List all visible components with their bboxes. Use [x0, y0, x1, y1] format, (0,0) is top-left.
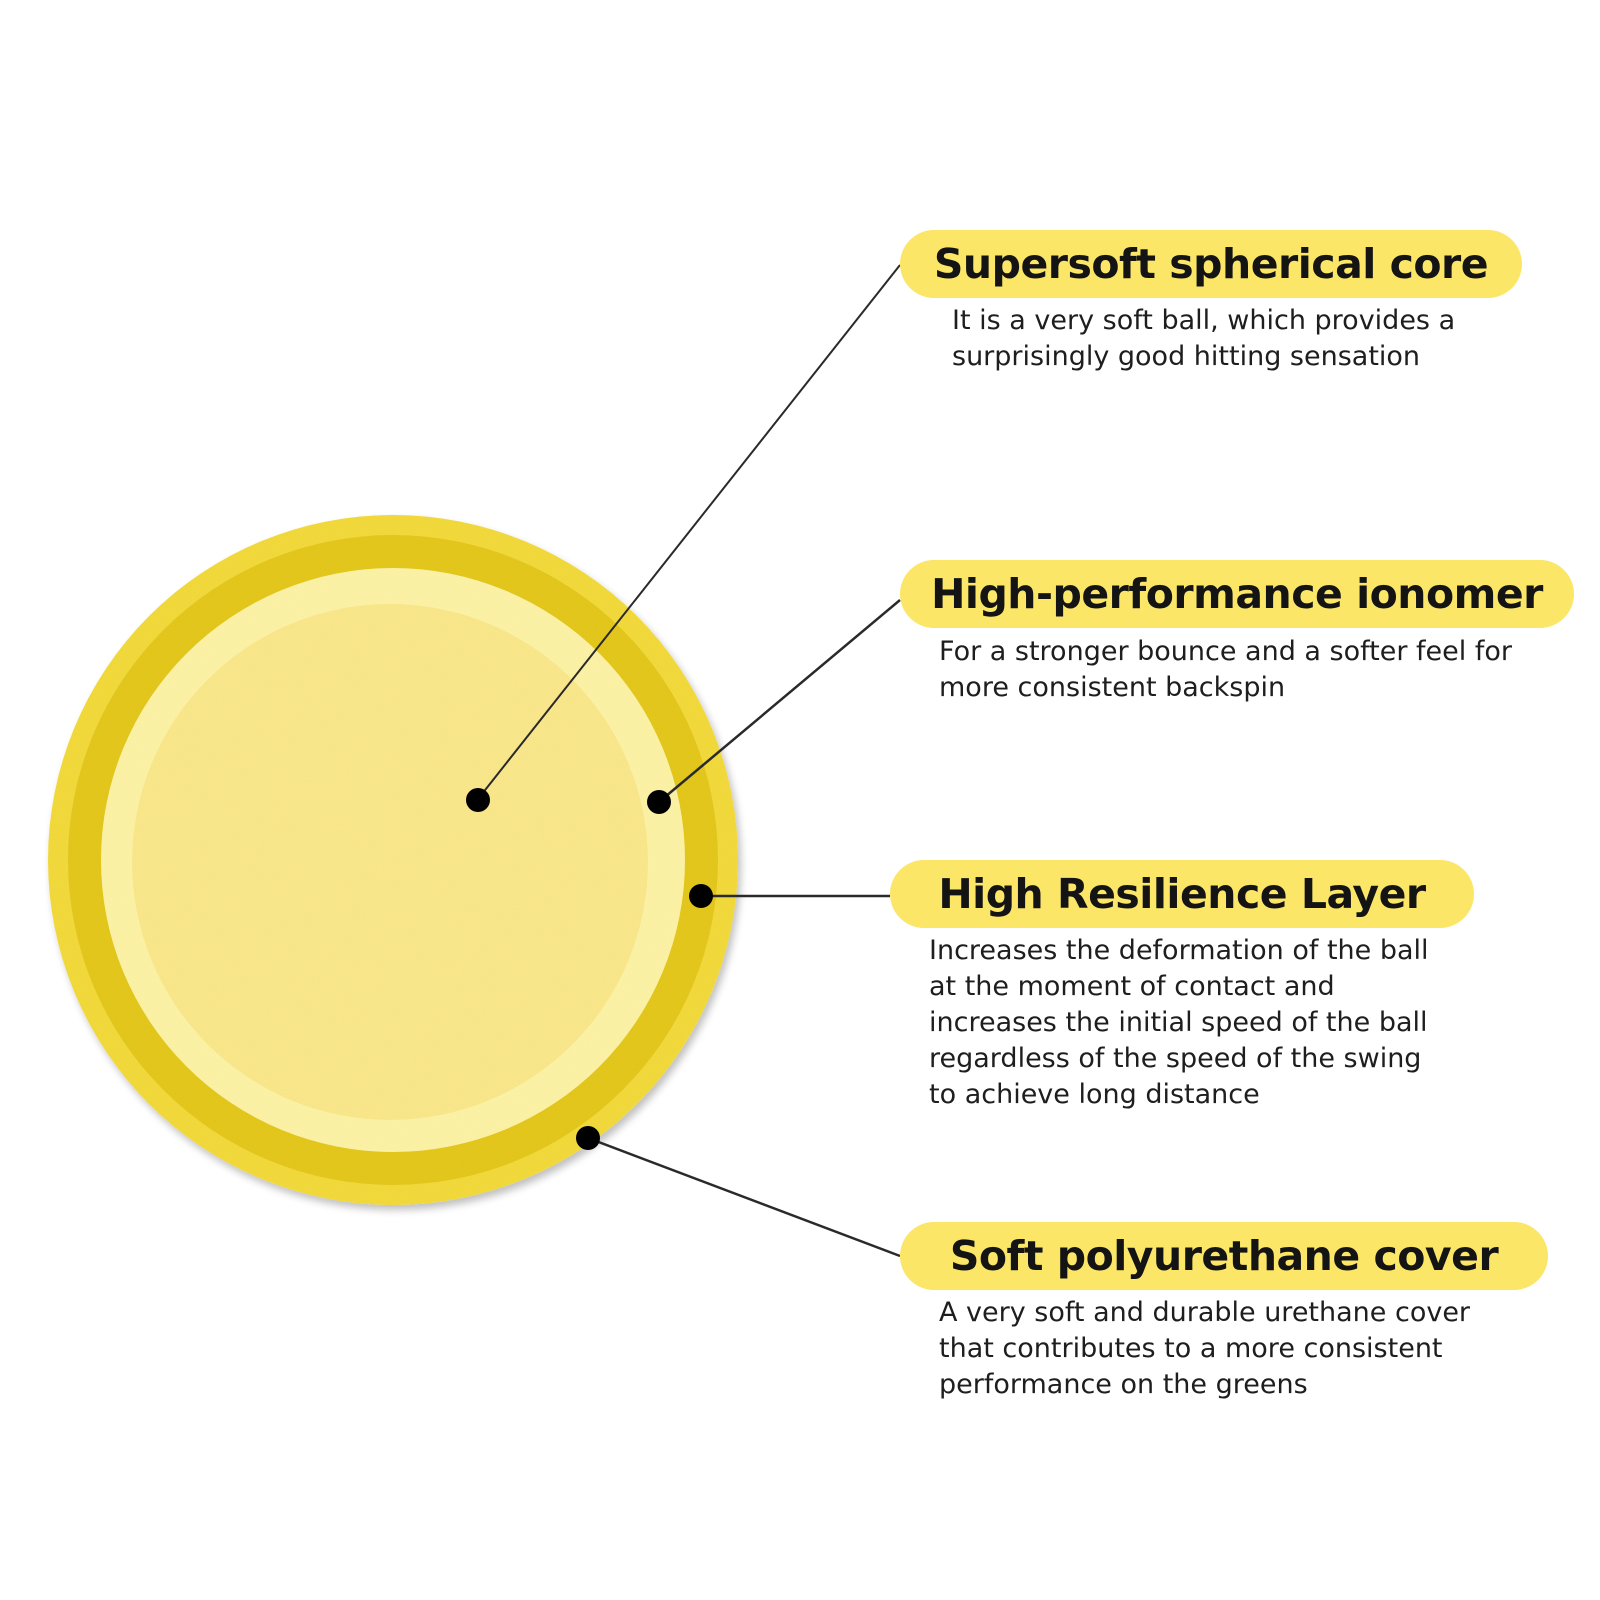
leader-line-cover — [588, 1138, 900, 1256]
description-line: For a stronger bounce and a softer feel … — [939, 634, 1512, 670]
marker-dot-cover — [576, 1126, 600, 1150]
callout-title-resilience: High Resilience Layer — [938, 870, 1425, 918]
callout-title-cover: Soft polyurethane cover — [950, 1232, 1498, 1280]
description-line: Increases the deformation of the ball — [929, 933, 1429, 969]
description-line: performance on the greens — [939, 1367, 1470, 1403]
description-line: regardless of the speed of the swing — [929, 1041, 1429, 1077]
callout-description-ionomer: For a stronger bounce and a softer feel … — [939, 634, 1512, 706]
description-line: at the moment of contact and — [929, 969, 1429, 1005]
label-pill-resilience: High Resilience Layer — [890, 860, 1474, 928]
marker-dot-ionomer — [647, 790, 671, 814]
description-line: A very soft and durable urethane cover — [939, 1295, 1470, 1331]
marker-dot-resilience — [689, 884, 713, 908]
callout-description-core: It is a very soft ball, which provides a… — [952, 303, 1455, 375]
description-line: more consistent backspin — [939, 670, 1512, 706]
callout-title-ionomer: High-performance ionomer — [931, 570, 1543, 618]
description-line: surprisingly good hitting sensation — [952, 339, 1455, 375]
label-pill-cover: Soft polyurethane cover — [900, 1222, 1548, 1290]
description-line: to achieve long distance — [929, 1077, 1429, 1113]
description-line: that contributes to a more consistent — [939, 1331, 1470, 1367]
callout-title-core: Supersoft spherical core — [934, 240, 1488, 288]
callout-description-cover: A very soft and durable urethane cover t… — [939, 1295, 1470, 1403]
description-line: It is a very soft ball, which provides a — [952, 303, 1455, 339]
label-pill-core: Supersoft spherical core — [900, 230, 1522, 298]
label-pill-ionomer: High-performance ionomer — [900, 560, 1574, 628]
callout-description-resilience: Increases the deformation of the ball at… — [929, 933, 1429, 1113]
description-line: increases the initial speed of the ball — [929, 1005, 1429, 1041]
golf-ball-layers — [48, 515, 738, 1205]
marker-dot-core — [466, 788, 490, 812]
